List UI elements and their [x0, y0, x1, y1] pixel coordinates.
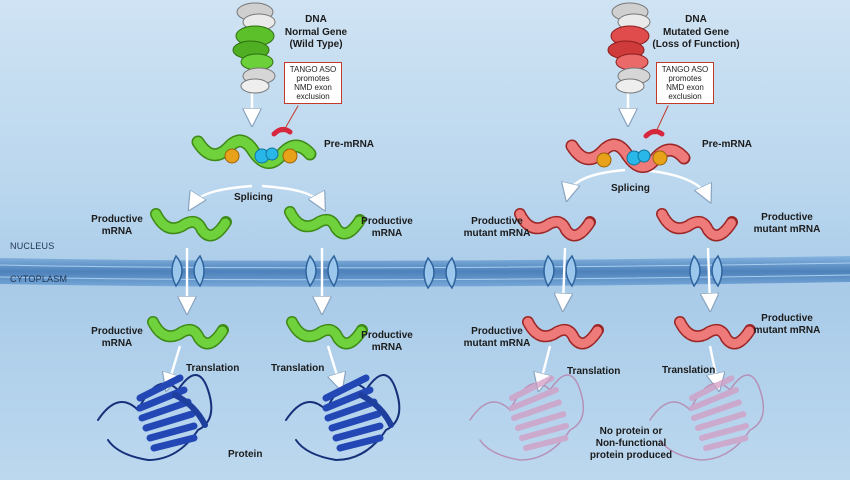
nuclear-pore [171, 254, 183, 288]
nuclear-pore [543, 254, 555, 288]
right-translation-a-label: Translation [567, 366, 621, 377]
nucleus-label: NUCLEUS [10, 241, 55, 251]
functional-protein-1 [97, 374, 213, 462]
mutant-mrna-cytoplasm-1 [522, 316, 604, 350]
aso-box-line: promotes [296, 74, 330, 83]
nuclear-pore [305, 254, 317, 288]
left-dna-title: DNA [305, 14, 327, 25]
aso-box-line: exclusion [668, 92, 702, 101]
cytoplasm-label: CYTOPLASM [10, 274, 68, 284]
nuclear-pore [565, 254, 577, 288]
productive-mrna-nucleus-2 [284, 206, 366, 240]
left-gene-type: (Wild Type) [289, 39, 343, 50]
export-arrow [563, 247, 565, 305]
translation-arrow [326, 345, 340, 385]
nuclear-pore [193, 254, 205, 288]
translation-arrow [710, 345, 718, 385]
right-aso-box: TANGO ASO promotes NMD exon exclusion [656, 62, 714, 104]
mutant-pre-mrna [565, 105, 691, 173]
right-gene-name: Mutated Gene [662, 27, 730, 38]
left-translation-a-label: Translation [186, 363, 240, 374]
left-gene-name: Normal Gene [284, 27, 348, 38]
aso-box-line: exclusion [296, 92, 330, 101]
protein-label: Protein [228, 449, 263, 460]
nuclear-pores [171, 254, 723, 290]
mutated-gene-dna [607, 2, 651, 94]
splicing-arrow-right [261, 184, 322, 205]
right-splicing-label: Splicing [611, 183, 650, 194]
nuclear-pore [327, 254, 339, 288]
right-gene-type: (Loss of Function) [652, 39, 740, 50]
productive-mrna-cytoplasm-1 [147, 316, 229, 350]
right-translation-b-label: Translation [662, 365, 716, 376]
aso-box-line: promotes [668, 74, 702, 83]
mutant-mrna-nucleus-1 [514, 208, 596, 242]
nonfunctional-protein-2 [649, 374, 765, 461]
right-dna-title: DNA [685, 14, 707, 25]
functional-protein-2 [285, 374, 401, 462]
normal-pre-mrna [191, 105, 317, 169]
left-translation-b-label: Translation [271, 363, 325, 374]
aso-box-line: NMD exon [666, 83, 704, 92]
nuclear-pore [711, 254, 723, 288]
normal-gene-dna [232, 2, 276, 94]
nonfunctional-protein-1 [469, 374, 585, 461]
nuclear-pore [689, 254, 701, 288]
left-splicing-label: Splicing [234, 192, 273, 203]
left-pre-mrna-label: Pre-mRNA [324, 139, 375, 150]
nuclear-pore [423, 256, 435, 290]
productive-mrna-cytoplasm-2 [286, 316, 368, 350]
mutant-mrna-nucleus-2 [656, 208, 738, 242]
mutant-mrna-cytoplasm-2 [674, 316, 756, 350]
splicing-arrow-left [192, 184, 253, 205]
export-arrow [708, 247, 710, 305]
left-aso-box: TANGO ASO promotes NMD exon exclusion [284, 62, 342, 104]
aso-box-line: TANGO ASO [289, 65, 337, 74]
translation-arrow [540, 345, 550, 385]
translation-arrow [168, 345, 182, 385]
aso-box-line: TANGO ASO [661, 65, 709, 74]
nuclear-pore [445, 256, 457, 290]
right-pre-mrna-label: Pre-mRNA [702, 139, 753, 150]
splicing-arrow-left [568, 168, 626, 195]
aso-box-line: NMD exon [294, 83, 332, 92]
productive-mrna-nucleus-1 [150, 208, 232, 242]
